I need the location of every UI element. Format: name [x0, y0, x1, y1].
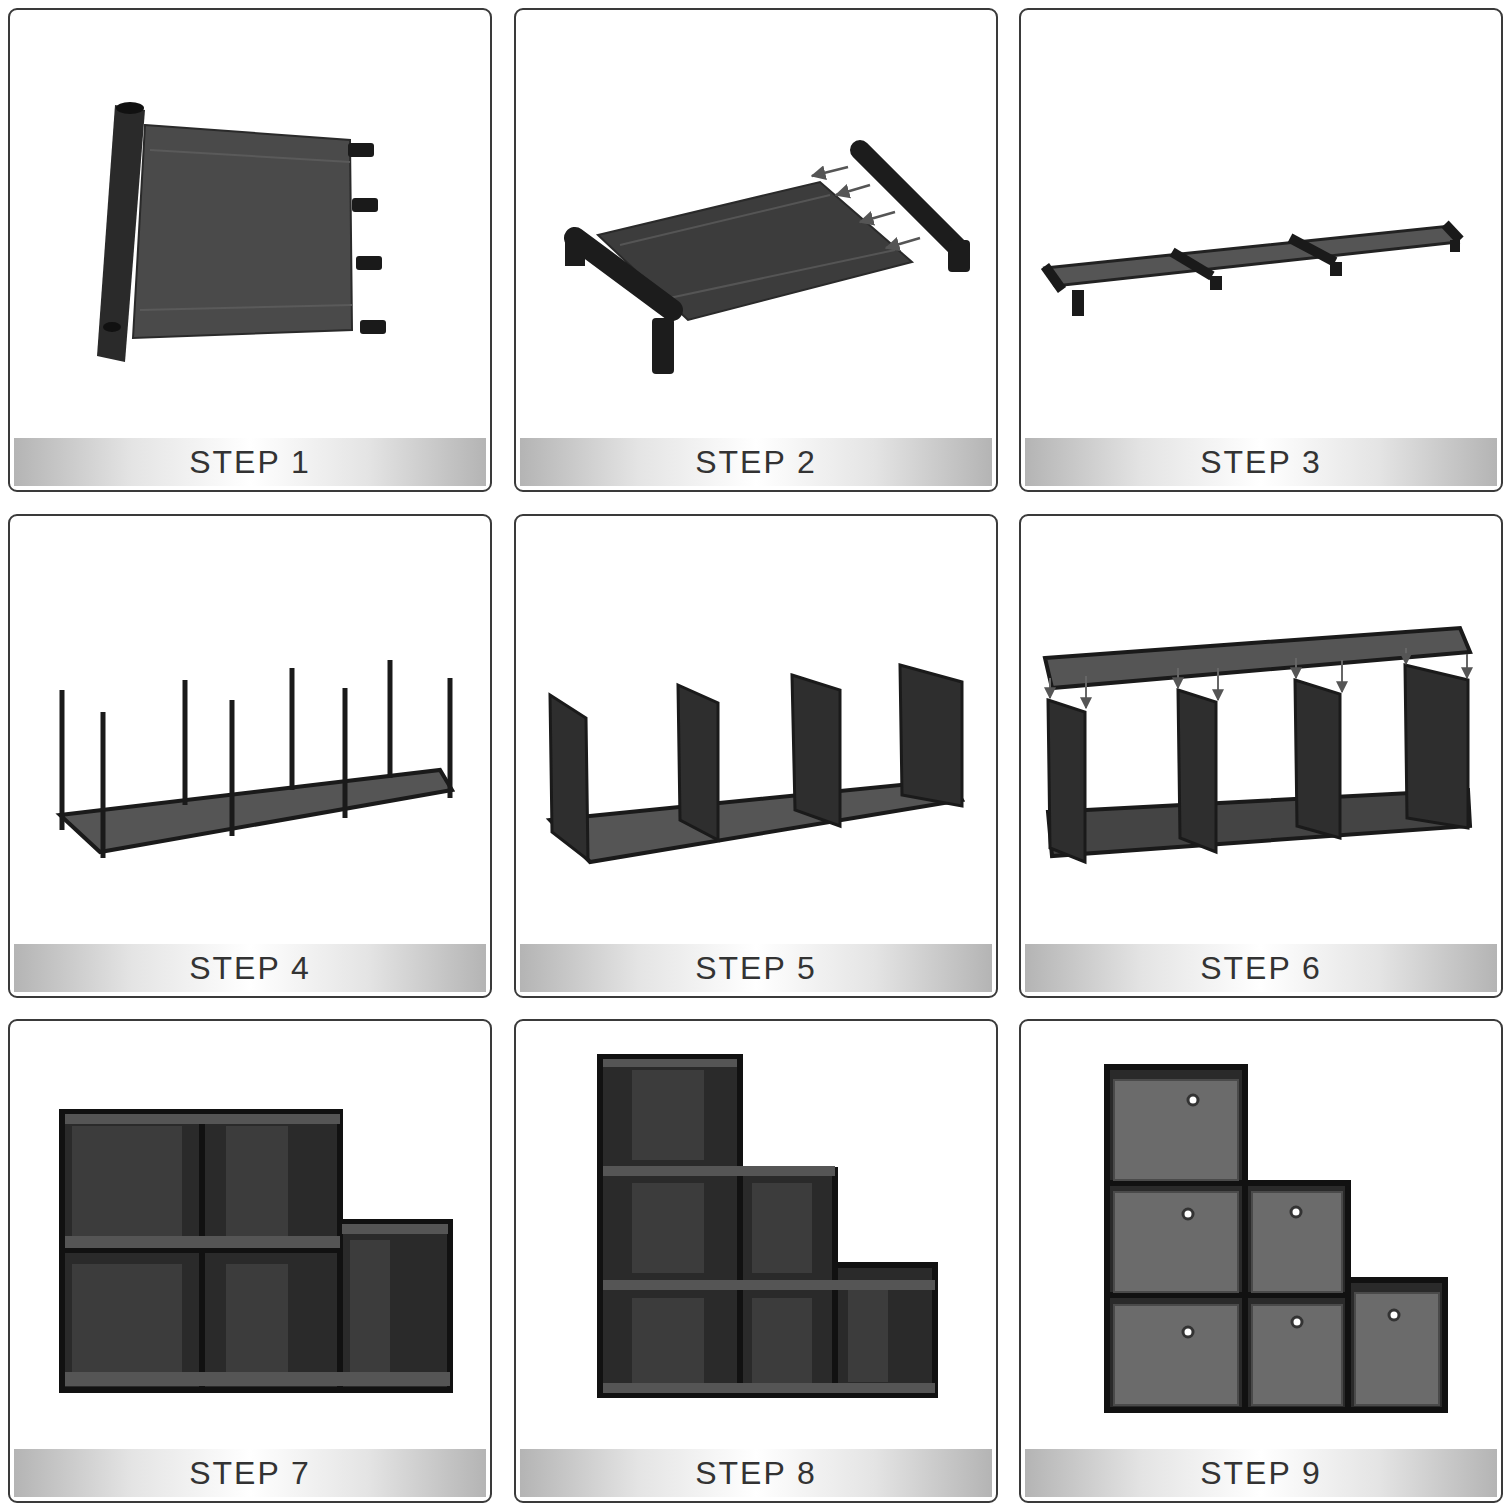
step9-figure — [1107, 1067, 1445, 1410]
label-bar: STEP 3 — [1025, 438, 1497, 486]
label-bar: STEP 8 — [520, 1449, 992, 1497]
step-label: STEP 4 — [189, 950, 311, 987]
label-bar: STEP 2 — [520, 438, 992, 486]
label-bar: STEP 7 — [14, 1449, 486, 1497]
step-label: STEP 6 — [1200, 950, 1322, 987]
step-label: STEP 8 — [695, 1455, 817, 1492]
step-panel: STEP 4 — [8, 514, 492, 998]
step-label: STEP 5 — [695, 950, 817, 987]
step7-figure — [62, 1112, 450, 1390]
step-label: STEP 7 — [189, 1455, 311, 1492]
step-label: STEP 2 — [695, 444, 817, 481]
step-panel: STEP 9 — [1019, 1019, 1503, 1503]
step-panel: STEP 8 — [514, 1019, 998, 1503]
step-panel: STEP 6 — [1019, 514, 1503, 998]
step-panel: STEP 1 — [8, 8, 492, 492]
step6-figure — [1045, 628, 1470, 862]
label-bar: STEP 6 — [1025, 944, 1497, 992]
step3-figure — [1045, 224, 1460, 316]
label-bar: STEP 5 — [520, 944, 992, 992]
label-bar: STEP 9 — [1025, 1449, 1497, 1497]
label-bar: STEP 4 — [14, 944, 486, 992]
step4-figure — [60, 660, 452, 858]
step-label: STEP 1 — [189, 444, 311, 481]
step-panel: STEP 3 — [1019, 8, 1503, 492]
step-panel: STEP 5 — [514, 514, 998, 998]
step5-figure — [550, 665, 962, 862]
step-panel: STEP 7 — [8, 1019, 492, 1503]
step-label: STEP 3 — [1200, 444, 1322, 481]
step-panel: STEP 2 — [514, 8, 998, 492]
step-label: STEP 9 — [1200, 1455, 1322, 1492]
step8-figure — [600, 1057, 935, 1395]
label-bar: STEP 1 — [14, 438, 486, 486]
step2-figure — [565, 150, 970, 374]
step1-figure — [97, 102, 386, 362]
